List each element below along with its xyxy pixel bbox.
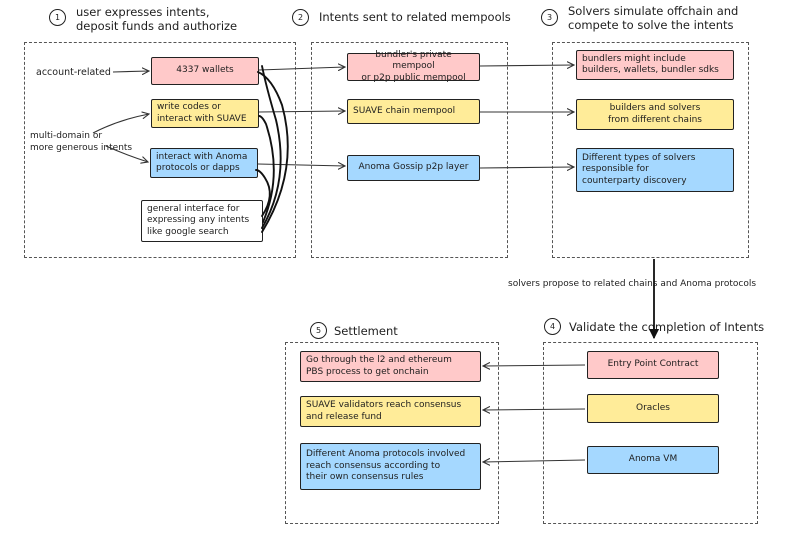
box-anoma-vm: Anoma VM — [587, 446, 719, 474]
label-multi-domain: multi-domain or more generous intents — [30, 131, 133, 153]
group-user-intents — [24, 42, 296, 258]
arrow-account-to-wallets — [112, 71, 149, 72]
step-4-number: 4 — [544, 318, 561, 335]
group-mempools — [311, 42, 508, 258]
step-3-number: 3 — [541, 9, 558, 26]
box-4337-wallets: 4337 wallets — [151, 57, 259, 85]
step-5-title: Settlement — [334, 324, 398, 338]
arrow-vm-to-consensus — [483, 460, 586, 462]
step-3-title: Solvers simulate offchain and compete to… — [568, 4, 739, 32]
group-settlement — [285, 342, 499, 524]
curve-interface-to-wallets-2 — [257, 71, 289, 233]
arrow-multidomain-to-anoma — [105, 145, 148, 162]
box-pbs-process: Go through the l2 and ethereum PBS proce… — [300, 351, 481, 382]
step-2-number: 2 — [292, 9, 309, 26]
box-suave-validators: SUAVE validators reach consensus and rel… — [300, 396, 481, 427]
box-bundlers-include: bundlers might include builders, wallets… — [576, 50, 734, 80]
box-entry-point-contract: Entry Point Contract — [587, 351, 719, 379]
box-write-codes-suave: write codes or interact with SUAVE — [151, 99, 259, 128]
box-oracles: Oracles — [587, 394, 719, 423]
box-solver-types: Different types of solvers responsible f… — [576, 148, 734, 192]
arrow-gossip-to-solvertypes — [479, 167, 574, 168]
box-builders-solvers: builders and solvers from different chai… — [576, 99, 734, 130]
step-1-number: 1 — [49, 9, 66, 26]
arrow-suave-to-mempool — [258, 111, 345, 112]
label-account-related: account-related — [36, 67, 111, 78]
label-solvers-propose: solvers propose to related chains and An… — [508, 279, 757, 289]
arrow-entry-to-pbs — [483, 365, 586, 366]
step-5-number: 5 — [310, 322, 327, 339]
box-general-interface: general interface for expressing any int… — [141, 200, 263, 242]
arrow-bundler-to-builders — [479, 65, 574, 66]
arrow-anoma-to-gossip — [257, 164, 345, 166]
arrow-multidomain-to-suave — [92, 114, 149, 134]
group-validate — [543, 342, 758, 524]
curve-interface-to-wallets — [261, 65, 282, 229]
step-1-title: user expresses intents, deposit funds an… — [76, 5, 238, 33]
step-4-title: Validate the completion of Intents — [569, 320, 765, 334]
box-suave-mempool: SUAVE chain mempool — [347, 99, 480, 124]
box-anoma-consensus: Different Anoma protocols involved reach… — [300, 443, 481, 490]
box-interact-anoma: interact with Anoma protocols or dapps — [150, 148, 258, 178]
group-solvers — [552, 42, 749, 258]
box-anoma-gossip: Anoma Gossip p2p layer — [347, 155, 480, 181]
arrow-oracles-to-validators — [483, 409, 586, 410]
curve-interface-to-suave — [258, 115, 275, 223]
box-bundler-mempool: bundler's private mempool or p2p public … — [347, 50, 480, 83]
step-2-title: Intents sent to related mempools — [319, 10, 511, 24]
curve-interface-to-anoma — [255, 169, 271, 217]
arrow-wallets-to-bundler — [258, 67, 345, 70]
